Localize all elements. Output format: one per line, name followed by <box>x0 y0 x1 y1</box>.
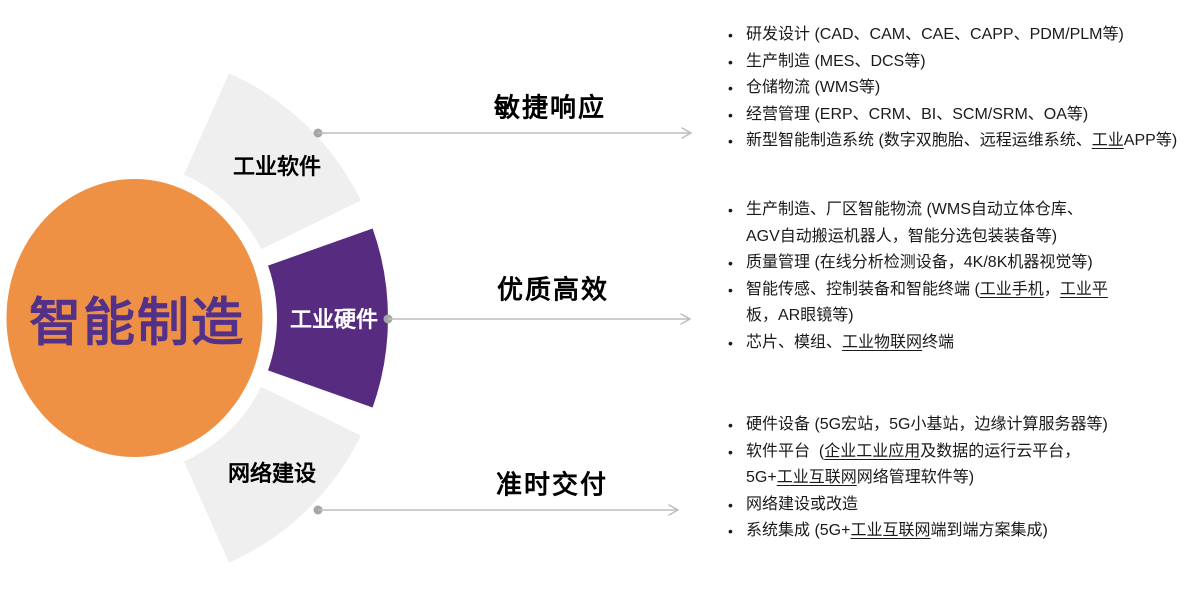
segment-label-network: 网络建设 <box>227 461 317 486</box>
continuation-line: 板，AR眼镜等) <box>720 303 1185 330</box>
bullet-line: • 生产制造 (MES、DCS等) <box>720 49 1185 76</box>
bullet-line: • 系统集成 (5G+工业互联网端到端方案集成) <box>720 518 1185 545</box>
bullet-text: AGV自动搬运机器人，智能分选包装装备等) <box>746 227 1058 245</box>
sector-hardware <box>268 228 388 408</box>
bullet-icon: • <box>728 523 733 539</box>
bullet-icon: • <box>728 496 733 513</box>
arrow-quality <box>383 313 692 325</box>
bullet-text: 研发设计 (CAD、CAM、CAE、CAPP、PDM/PLM等) <box>746 26 1124 43</box>
arrow-agile <box>313 127 693 139</box>
bullet-line: • 仓储物流 (WMS等) <box>720 75 1185 102</box>
sector-network <box>183 386 361 563</box>
sector-software <box>183 73 361 250</box>
bullet-text: 硬件设备 (5G宏站，5G小基站，边缘计算服务器等) <box>746 416 1108 433</box>
bullet-line: • 研发设计 (CAD、CAM、CAE、CAPP、PDM/PLM等) <box>720 22 1185 49</box>
hub-circle <box>6 179 263 457</box>
bullet-text: 新型智能制造系统 (数字双胞胎、远程运维系统、工业APP等) <box>746 132 1178 149</box>
bullet-text: 系统集成 (5G+工业互联网端到端方案集成) <box>746 522 1048 539</box>
bullet-line: • 硬件设备 (5G宏站，5G小基站，边缘计算服务器等) <box>720 412 1185 439</box>
bullet-line: • 质量管理 (在线分析检测设备，4K/8K机器视觉等) <box>720 250 1185 277</box>
continuation-line: AGV自动搬运机器人，智能分选包装装备等) <box>720 224 1185 251</box>
bullet-icon: • <box>728 417 733 433</box>
bullet-icon: • <box>728 202 733 218</box>
bullet-icon: • <box>728 106 733 123</box>
bullet-text: 5G+工业互联网网络管理软件等) <box>746 469 975 486</box>
bullet-line: • 软件平台 (企业工业应用及数据的运行云平台， <box>720 439 1185 466</box>
bullet-line: • 新型智能制造系统 (数字双胞胎、远程运维系统、工业APP等) <box>720 128 1185 155</box>
arrow-label-delivery: 准时交付 <box>495 469 609 500</box>
bullet-line: • 智能传感、控制装备和智能终端 (工业手机，工业平 <box>720 277 1185 304</box>
bullet-text: 仓储物流 (WMS等) <box>746 79 881 96</box>
segment-label-software: 工业软件 <box>232 154 322 179</box>
segment-label-hardware: 工业硬件 <box>289 307 379 332</box>
bullet-text: 生产制造、厂区智能物流 (WMS自动立体仓库、 <box>746 201 1083 218</box>
feature-list-hardware: • 生产制造、厂区智能物流 (WMS自动立体仓库、 AGV自动搬运机器人，智能分选包… <box>720 197 1185 356</box>
bullet-icon: • <box>728 133 733 149</box>
arrow-label-quality: 优质高效 <box>496 274 610 305</box>
arrow-head-icon <box>668 504 680 516</box>
bullet-line: • 生产制造、厂区智能物流 (WMS自动立体仓库、 <box>720 197 1185 224</box>
bullet-icon: • <box>728 334 733 351</box>
bullet-text: 芯片、模组、工业物联网终端 <box>746 333 955 351</box>
arrow-label-agile: 敏捷响应 <box>493 92 607 123</box>
hub-label: 智能制造 <box>28 294 246 353</box>
bullet-line: • 网络建设或改造 <box>720 492 1185 519</box>
bullet-icon: • <box>728 255 733 271</box>
bullet-text: 智能传感、控制装备和智能终端 (工业手机，工业平 <box>746 280 1108 298</box>
bullet-text: 经营管理 (ERP、CRM、BI、SCM/SRM、OA等) <box>746 105 1089 123</box>
bullet-text: 板，AR眼镜等) <box>746 307 854 324</box>
bullet-text: 软件平台 (企业工业应用及数据的运行云平台， <box>746 442 1081 460</box>
arrow-head-icon <box>680 313 692 325</box>
bullet-text: 生产制造 (MES、DCS等) <box>746 52 926 70</box>
bullet-text: 质量管理 (在线分析检测设备，4K/8K机器视觉等) <box>746 254 1093 271</box>
bullet-text: 网络建设或改造 <box>746 495 859 513</box>
bullet-line: • 芯片、模组、工业物联网终端 <box>720 330 1185 357</box>
bullet-line: • 经营管理 (ERP、CRM、BI、SCM/SRM、OA等) <box>720 102 1185 129</box>
feature-list-software: • 研发设计 (CAD、CAM、CAE、CAPP、PDM/PLM等) • 生产制造 (… <box>720 22 1185 155</box>
bullet-icon: • <box>728 80 733 96</box>
bullet-icon: • <box>728 281 733 298</box>
bullet-icon: • <box>728 53 733 70</box>
arrow-delivery <box>313 504 680 516</box>
bullet-icon: • <box>728 27 733 43</box>
bullet-icon: • <box>728 443 733 460</box>
arrow-head-icon <box>681 127 693 139</box>
feature-list-network: • 硬件设备 (5G宏站，5G小基站，边缘计算服务器等) • 软件平台 (企业工业应用… <box>720 412 1185 545</box>
continuation-line: 5G+工业互联网网络管理软件等) <box>720 465 1185 492</box>
